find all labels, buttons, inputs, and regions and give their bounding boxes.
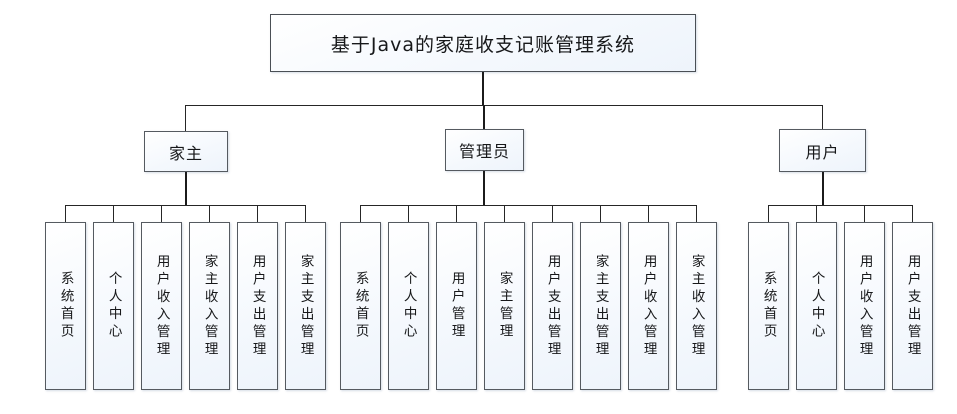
leaf-node-1-5: 家主支出管理 <box>580 222 621 390</box>
leaf-node-1-1: 个人中心 <box>388 222 429 390</box>
leaf-node-0-2: 用户收入管理 <box>141 222 182 390</box>
leaf-node-0-5-label: 家主支出管理 <box>297 253 314 359</box>
root-node: 基于Java的家庭收支记账管理系统 <box>270 14 696 72</box>
leaf-node-0-1: 个人中心 <box>93 222 134 390</box>
leaf-node-1-0-label: 系统首页 <box>352 271 369 341</box>
leaf-node-1-7-label: 家主收入管理 <box>688 253 705 359</box>
leaf-node-1-2: 用户管理 <box>436 222 477 390</box>
leaf-node-2-3-label: 用户支出管理 <box>904 253 921 359</box>
branch-1-leaf-drop-1 <box>408 205 409 222</box>
branch-1-stem <box>483 171 485 206</box>
branch-1-leaf-drop-4 <box>552 205 553 222</box>
leaf-node-1-1-label: 个人中心 <box>400 271 417 341</box>
branch-0-stem <box>185 172 187 206</box>
leaf-node-2-2-label: 用户收入管理 <box>856 253 873 359</box>
leaf-node-0-4-label: 用户支出管理 <box>249 253 266 359</box>
leaf-node-2-3: 用户支出管理 <box>892 222 933 390</box>
root-stem <box>482 72 484 106</box>
branch-0-leaf-drop-5 <box>305 205 306 222</box>
leaf-node-1-4: 用户支出管理 <box>532 222 573 390</box>
leaf-node-2-1-label: 个人中心 <box>808 271 825 341</box>
root-node-label: 基于Java的家庭收支记账管理系统 <box>330 33 636 56</box>
branch-0-leaf-drop-0 <box>65 205 66 222</box>
leaf-node-1-5-label: 家主支出管理 <box>592 253 609 359</box>
branch-1-leaf-drop-3 <box>504 205 505 222</box>
branch-0-leaf-drop-2 <box>161 205 162 222</box>
leaf-node-0-1-label: 个人中心 <box>105 271 122 341</box>
branch-node-2: 用户 <box>779 129 866 172</box>
leaf-node-2-0: 系统首页 <box>748 222 789 390</box>
branch-0-leaf-drop-1 <box>113 205 114 222</box>
leaf-node-1-3: 家主管理 <box>484 222 525 390</box>
leaf-node-1-7: 家主收入管理 <box>676 222 717 390</box>
branch-2-leaf-drop-0 <box>768 205 769 222</box>
branch-node-0-label: 家主 <box>168 143 203 163</box>
leaf-node-1-6: 用户收入管理 <box>628 222 669 390</box>
branch-2-leaf-drop-1 <box>816 205 817 222</box>
branch-node-1: 管理员 <box>445 129 524 171</box>
branch-1-bus <box>360 205 697 206</box>
leaf-node-0-0: 系统首页 <box>45 222 86 390</box>
branch-1-leaf-drop-2 <box>456 205 457 222</box>
leaf-node-2-0-label: 系统首页 <box>760 271 777 341</box>
branch-2-bus <box>768 205 913 206</box>
branch-drop-2 <box>822 105 823 129</box>
branch-0-leaf-drop-3 <box>209 205 210 222</box>
branch-1-leaf-drop-7 <box>696 205 697 222</box>
branch-0-leaf-drop-4 <box>257 205 258 222</box>
leaf-node-0-0-label: 系统首页 <box>57 271 74 341</box>
leaf-node-2-1: 个人中心 <box>796 222 837 390</box>
branch-node-0: 家主 <box>144 131 228 172</box>
leaf-node-0-2-label: 用户收入管理 <box>153 253 170 359</box>
branch-1-leaf-drop-5 <box>600 205 601 222</box>
leaf-node-1-4-label: 用户支出管理 <box>544 253 561 359</box>
branch-node-1-label: 管理员 <box>458 142 510 161</box>
branch-2-leaf-drop-2 <box>864 205 865 222</box>
branch-0-bus <box>65 205 306 206</box>
leaf-node-0-3: 家主收入管理 <box>189 222 230 390</box>
branch-2-leaf-drop-3 <box>912 205 913 222</box>
leaf-node-0-4: 用户支出管理 <box>237 222 278 390</box>
branch-2-stem <box>822 172 824 206</box>
leaf-node-1-0: 系统首页 <box>340 222 381 390</box>
leaf-node-0-5: 家主支出管理 <box>285 222 326 390</box>
leaf-node-1-2-label: 用户管理 <box>448 271 465 341</box>
leaf-node-1-6-label: 用户收入管理 <box>640 253 657 359</box>
branch-1-leaf-drop-0 <box>360 205 361 222</box>
level1-bus <box>185 105 823 106</box>
leaf-node-1-3-label: 家主管理 <box>496 271 513 341</box>
branch-node-2-label: 用户 <box>805 142 840 162</box>
branch-drop-0 <box>185 105 186 131</box>
leaf-node-2-2: 用户收入管理 <box>844 222 885 390</box>
leaf-node-0-3-label: 家主收入管理 <box>201 253 218 359</box>
branch-drop-1 <box>483 105 485 129</box>
branch-1-leaf-drop-6 <box>648 205 649 222</box>
